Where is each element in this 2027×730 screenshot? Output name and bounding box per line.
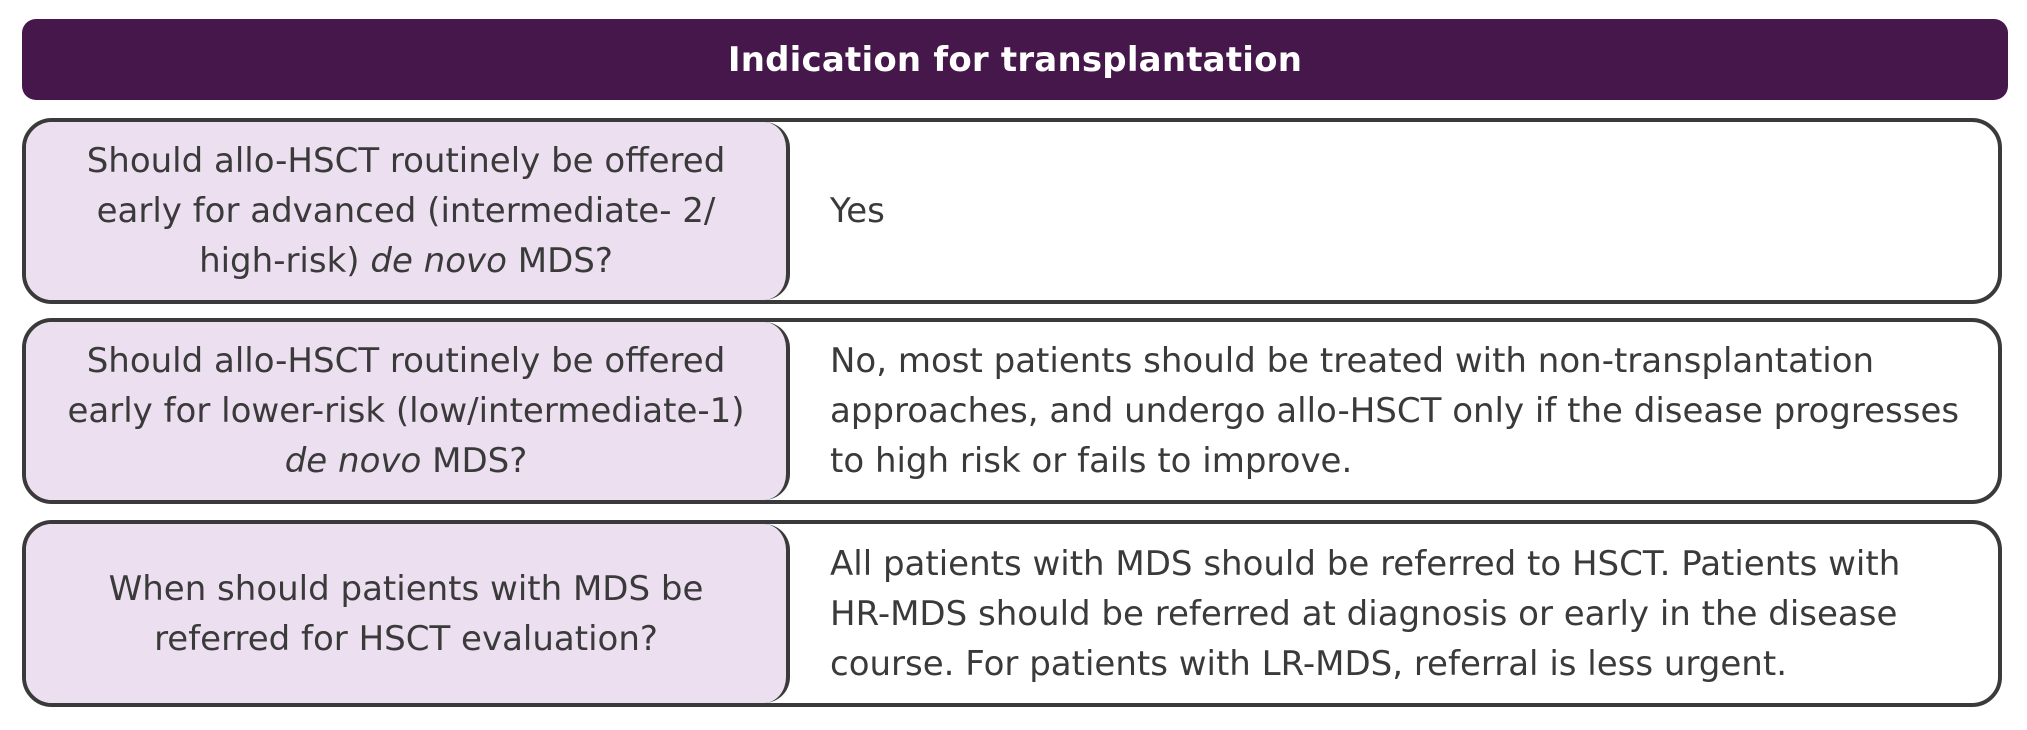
question-cell: Should allo-HSCT routinely be offered ea… <box>26 122 790 300</box>
answer-cell: All patients with MDS should be referred… <box>830 524 1974 703</box>
question-text: Should allo-HSCT routinely be offered ea… <box>67 341 745 481</box>
table-row: Should allo-HSCT routinely be offered ea… <box>22 118 2002 304</box>
table-row: When should patients with MDS be referre… <box>22 520 2002 707</box>
table-title: Indication for transplantation <box>727 39 1303 80</box>
question-text: Should allo-HSCT routinely be offered ea… <box>86 141 726 281</box>
table-row: Should allo-HSCT routinely be offered ea… <box>22 318 2002 504</box>
answer-text: No, most patients should be treated with… <box>830 341 1960 481</box>
table-header: Indication for transplantation <box>22 19 2008 100</box>
question-text: When should patients with MDS be referre… <box>108 568 704 659</box>
answer-text: All patients with MDS should be referred… <box>830 543 1901 684</box>
question-cell: When should patients with MDS be referre… <box>26 524 790 703</box>
answer-cell: No, most patients should be treated with… <box>830 322 1974 500</box>
answer-cell: Yes <box>830 122 1974 300</box>
answer-text: Yes <box>830 191 885 231</box>
question-cell: Should allo-HSCT routinely be offered ea… <box>26 322 790 500</box>
